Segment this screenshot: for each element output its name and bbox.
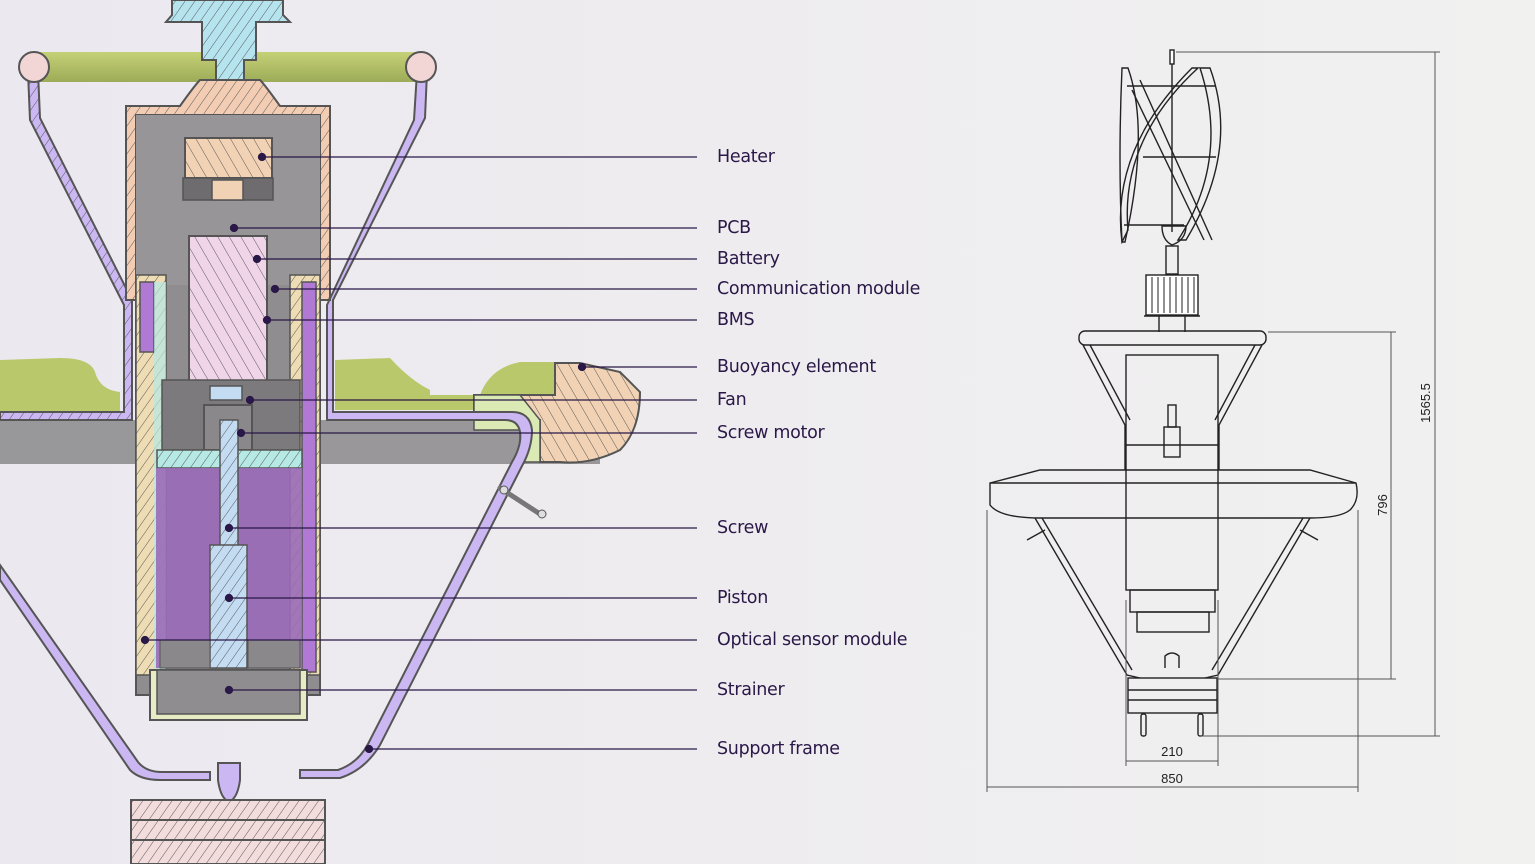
label-support-frame: Support frame — [717, 739, 840, 759]
label-heater: Heater — [717, 147, 775, 167]
label-optical-sensor-module: Optical sensor module — [717, 630, 908, 650]
cross-section-drawing — [0, 0, 642, 864]
float-body — [989, 469, 1358, 519]
comm-module-left — [139, 281, 155, 353]
dimension-lines — [986, 51, 1440, 792]
leader-lines — [140, 152, 697, 754]
label-fan: Fan — [717, 390, 747, 410]
dim-base-width: 210 — [1161, 744, 1183, 759]
base-plates — [1127, 677, 1218, 714]
frame-ball-left — [18, 51, 50, 83]
label-communication-module: Communication module — [717, 279, 921, 299]
wind-turbine — [1119, 49, 1222, 275]
top-ring — [1078, 330, 1267, 346]
label-battery: Battery — [717, 249, 780, 269]
fan-shape — [209, 385, 243, 401]
label-pcb: PCB — [717, 218, 751, 238]
dim-float-height: 796 — [1375, 494, 1390, 516]
label-bms: BMS — [717, 310, 755, 330]
dim-float-width: 850 — [1161, 771, 1183, 786]
technical-drawing — [989, 49, 1358, 737]
green-buoyancy-left — [0, 358, 120, 420]
label-piston: Piston — [717, 588, 769, 608]
label-strainer: Strainer — [717, 680, 785, 700]
label-screw: Screw — [717, 518, 769, 538]
generator — [1145, 274, 1199, 316]
comm-module-right — [301, 281, 317, 673]
label-screw-motor: Screw motor — [717, 423, 825, 443]
housing-body — [1125, 354, 1219, 591]
dim-total-height: 1565.5 — [1418, 383, 1433, 423]
label-buoyancy-element: Buoyancy element — [717, 357, 876, 377]
frame-ball-right — [405, 51, 437, 83]
